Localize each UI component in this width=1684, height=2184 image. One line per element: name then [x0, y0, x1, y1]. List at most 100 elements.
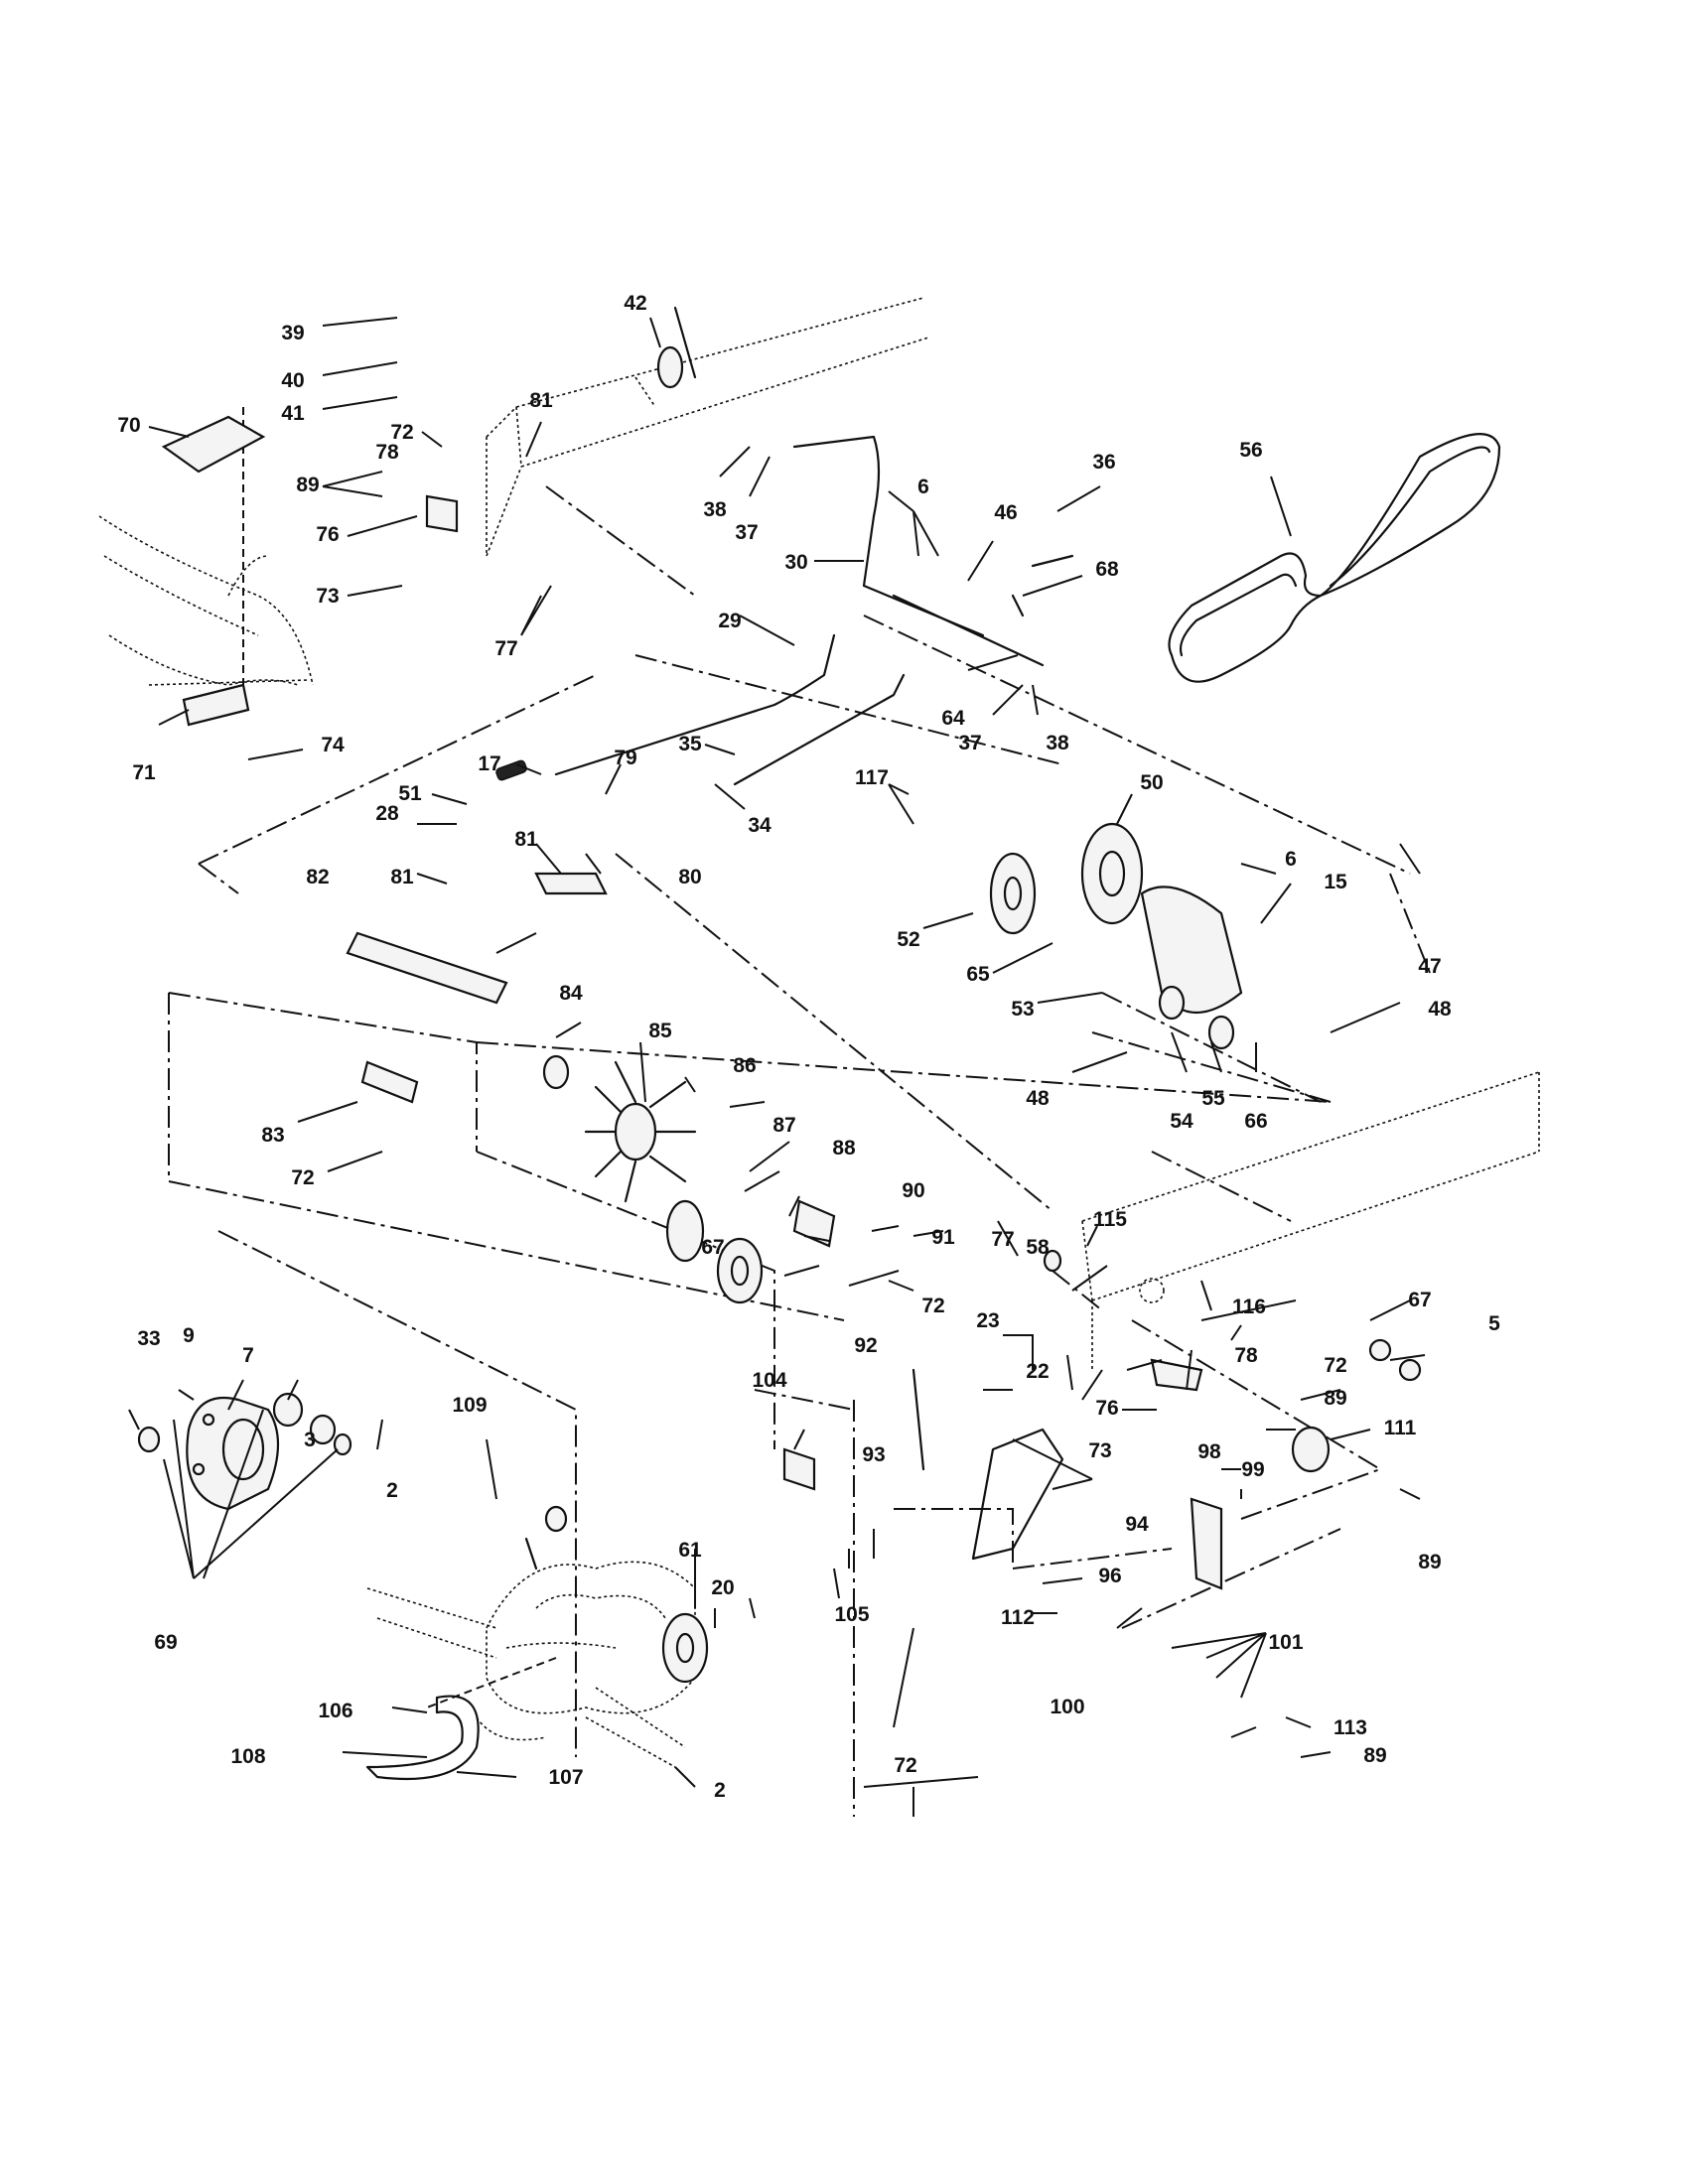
callout-52: 52 — [897, 928, 919, 951]
callout-82: 82 — [306, 866, 329, 888]
right-frame-rail — [1081, 1071, 1540, 1370]
callout-67: 67 — [701, 1236, 724, 1259]
callout-70: 70 — [117, 414, 140, 437]
pulleys — [137, 822, 1422, 1684]
callout-51: 51 — [398, 782, 422, 805]
callout-20: 20 — [711, 1576, 734, 1599]
callout-39: 39 — [281, 322, 304, 344]
callout-22: 22 — [1026, 1360, 1049, 1383]
callout-72e: 72 — [894, 1754, 916, 1777]
pulley-88-shape — [716, 1237, 764, 1304]
pulley-87-shape — [665, 1199, 705, 1263]
callout-69: 69 — [154, 1631, 177, 1654]
callout-81b: 81 — [514, 828, 538, 851]
pulley-50-shape — [1080, 822, 1144, 925]
callout-55: 55 — [1201, 1087, 1225, 1110]
callout-107: 107 — [548, 1766, 583, 1789]
callout-80: 80 — [678, 866, 701, 888]
hose — [365, 1695, 480, 1781]
callout-83: 83 — [261, 1124, 284, 1147]
callout-7: 7 — [242, 1344, 254, 1367]
callout-98: 98 — [1197, 1440, 1221, 1463]
rods — [554, 435, 1045, 786]
callout-106: 106 — [318, 1700, 352, 1722]
callout-111: 111 — [1384, 1417, 1417, 1439]
callout-89d: 89 — [1363, 1744, 1386, 1767]
callout-61: 61 — [678, 1539, 702, 1562]
callout-108: 108 — [230, 1745, 265, 1768]
wheel-hub — [186, 1396, 280, 1511]
pulley-52-shape — [989, 852, 1037, 935]
upper-frame-rail — [486, 297, 929, 557]
callout-117: 117 — [855, 766, 889, 789]
callout-17: 17 — [478, 752, 500, 775]
leader-lines — [128, 317, 1426, 1817]
callout-85: 85 — [648, 1020, 672, 1042]
cooling-fan — [584, 1060, 697, 1203]
callout-58: 58 — [1026, 1236, 1050, 1259]
callout-101: 101 — [1268, 1631, 1303, 1654]
transaxle — [366, 1561, 696, 1768]
callout-116: 116 — [1232, 1296, 1266, 1318]
callout-38b: 38 — [1046, 732, 1069, 754]
callout-76b: 76 — [1095, 1397, 1118, 1420]
drive-belt — [1168, 433, 1501, 683]
spacer-111-shape — [1291, 1426, 1331, 1473]
callout-86: 86 — [733, 1054, 756, 1077]
callout-5: 5 — [1488, 1312, 1500, 1335]
callout-37: 37 — [735, 521, 758, 544]
callout-73: 73 — [316, 585, 339, 608]
callout-28: 28 — [375, 802, 399, 825]
callout-38: 38 — [703, 498, 727, 521]
callout-50: 50 — [1140, 771, 1163, 794]
callout-67b: 67 — [1408, 1289, 1431, 1311]
callout-71: 71 — [132, 761, 156, 784]
callout-91: 91 — [931, 1226, 955, 1249]
callout-36: 36 — [1092, 451, 1115, 474]
callout-54: 54 — [1170, 1110, 1193, 1133]
callout-81: 81 — [529, 389, 553, 412]
callout-48b: 48 — [1026, 1087, 1050, 1110]
callout-34: 34 — [748, 814, 772, 837]
callout-40: 40 — [281, 369, 304, 392]
callout-76: 76 — [316, 523, 339, 546]
callout-30: 30 — [784, 551, 807, 574]
callout-81c: 81 — [390, 866, 414, 888]
callout-113: 113 — [1333, 1716, 1367, 1739]
callout-92: 92 — [854, 1334, 877, 1357]
pulley-61-shape — [661, 1612, 709, 1684]
callout-68: 68 — [1095, 558, 1119, 581]
callout-94: 94 — [1125, 1513, 1149, 1536]
callout-3: 3 — [304, 1429, 316, 1451]
callout-100: 100 — [1050, 1696, 1084, 1718]
callout-84: 84 — [559, 982, 583, 1005]
callout-72c: 72 — [921, 1295, 944, 1317]
callout-35: 35 — [678, 733, 702, 755]
callout-96: 96 — [1098, 1565, 1121, 1587]
callout-29: 29 — [718, 610, 741, 632]
callout-105: 105 — [834, 1603, 869, 1626]
callout-2: 2 — [386, 1479, 398, 1502]
callout-88: 88 — [832, 1137, 856, 1160]
callout-9: 9 — [183, 1324, 195, 1347]
callout-77: 77 — [494, 637, 517, 660]
callout-6b: 6 — [1285, 848, 1297, 871]
callout-90: 90 — [902, 1179, 924, 1202]
callout-23: 23 — [976, 1309, 999, 1332]
callout-numbers: 39 40 41 42 70 72 81 89 78 76 73 77 71 7… — [117, 292, 1500, 1802]
callout-115: 115 — [1093, 1208, 1127, 1231]
callout-33: 33 — [137, 1327, 160, 1350]
callout-89c: 89 — [1418, 1551, 1441, 1573]
callout-53: 53 — [1011, 998, 1034, 1021]
callout-72b: 72 — [291, 1166, 314, 1189]
callout-46: 46 — [994, 501, 1017, 524]
fender-outline — [98, 515, 314, 686]
callout-78b: 78 — [1234, 1344, 1258, 1367]
callout-64: 64 — [941, 707, 965, 730]
callout-47: 47 — [1418, 955, 1441, 978]
callout-89: 89 — [296, 474, 319, 496]
callout-74: 74 — [321, 734, 345, 756]
callout-72: 72 — [390, 421, 413, 444]
callout-93: 93 — [862, 1443, 885, 1466]
